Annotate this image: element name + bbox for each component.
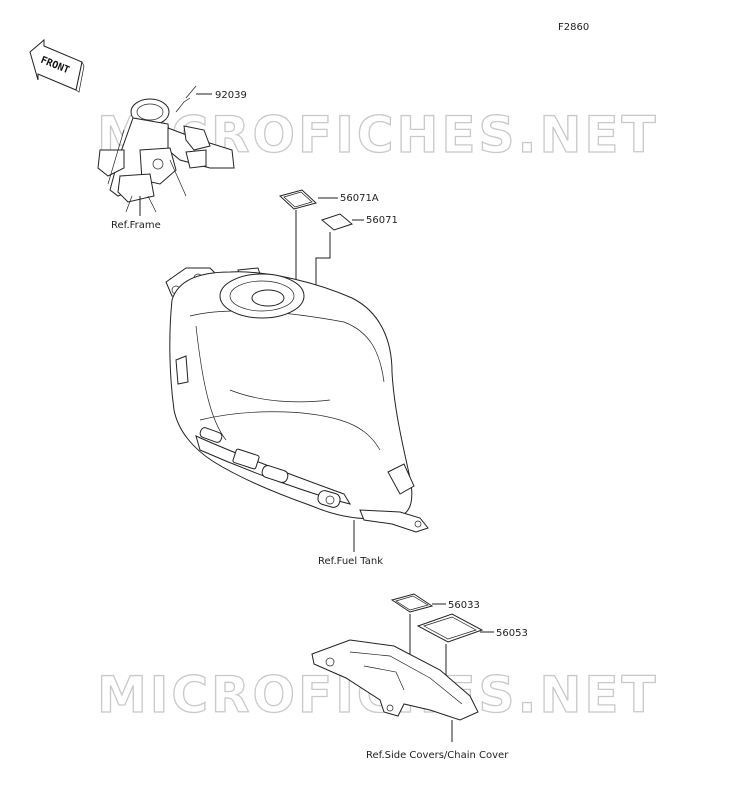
ref-side-covers-label: Ref.Side Covers/Chain Cover <box>366 750 509 761</box>
label-56053-shape <box>416 613 484 643</box>
part-number-56033: 56033 <box>448 600 480 611</box>
label-56071A-shape <box>279 189 317 210</box>
part-number-56071: 56071 <box>366 215 398 226</box>
label-56033-shape <box>390 593 434 613</box>
part-number-92039: 92039 <box>215 90 247 101</box>
part-number-56053: 56053 <box>496 628 528 639</box>
ref-fuel-tank-label: Ref.Fuel Tank <box>318 556 383 567</box>
frame-head-illustration <box>97 85 235 213</box>
front-arrow-icon: FRONT <box>29 38 85 93</box>
label-56071-shape <box>320 213 354 231</box>
fuel-tank-illustration <box>165 267 429 533</box>
ref-frame-label: Ref.Frame <box>111 220 161 231</box>
chain-cover-illustration <box>311 639 479 721</box>
figure-id: F2860 <box>558 22 589 33</box>
part-number-56071A: 56071A <box>340 193 379 204</box>
